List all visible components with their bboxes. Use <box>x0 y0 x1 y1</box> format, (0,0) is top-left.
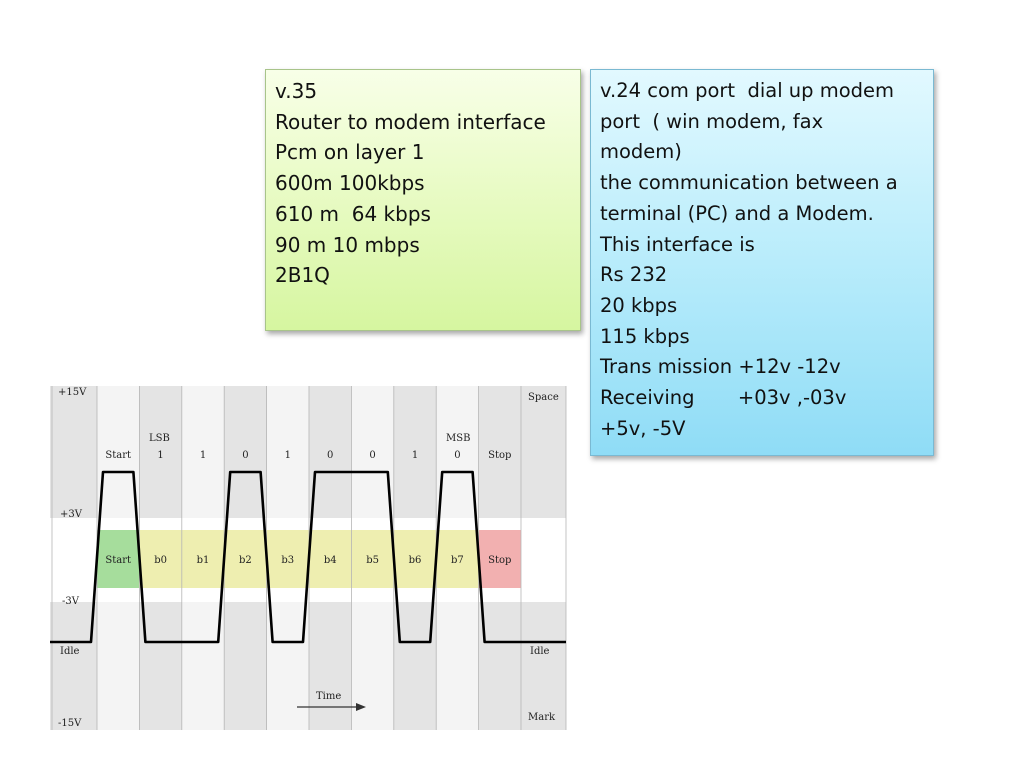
v24-line: port ( win modem, fax <box>600 109 824 133</box>
label-idle-right: Idle <box>530 646 550 657</box>
bit-band <box>266 530 309 588</box>
v35-line: 2B1Q <box>275 263 330 288</box>
bit-band-label: b4 <box>324 555 337 566</box>
v35-line: 90 m 10 mbps <box>275 232 420 257</box>
v24-line: modem) <box>600 140 682 164</box>
bit-header-label: 0 <box>327 450 333 461</box>
bit-band <box>436 530 479 588</box>
bit-header-label: 1 <box>412 450 418 461</box>
bit-band-label: Stop <box>488 555 511 566</box>
bit-band <box>309 530 352 588</box>
bit-band <box>139 530 182 588</box>
v35-line: 610 m 64 kbps <box>275 201 431 226</box>
bit-header-label: 0 <box>242 450 248 461</box>
bit-header-label: 0 <box>369 450 375 461</box>
bit-band-label: b1 <box>197 555 210 566</box>
time-arrow-head <box>356 703 366 711</box>
bit-band <box>393 530 437 588</box>
label-space: Space <box>528 392 559 403</box>
v35-line: 600m 100kbps <box>275 171 425 196</box>
bit-band-label: b0 <box>154 555 167 566</box>
bit-band <box>478 530 521 588</box>
bit-band <box>351 530 394 588</box>
label-msb: MSB <box>446 433 470 444</box>
bit-header-label: Stop <box>488 450 511 461</box>
label-idle-left: Idle <box>60 646 80 657</box>
bit-band <box>181 530 225 588</box>
bit-band-label: b3 <box>281 555 294 566</box>
v24-line: +5v, -5V <box>600 416 686 440</box>
v35-line: Pcm on layer 1 <box>275 140 425 165</box>
signal-waveform <box>50 470 566 644</box>
bit-band <box>97 530 140 588</box>
label-lsb: LSB <box>149 433 170 444</box>
bit-band-label: b6 <box>409 555 422 566</box>
label-plus3v: +3V <box>60 509 83 520</box>
label-time: Time <box>316 691 341 702</box>
bit-header-label: 0 <box>454 450 460 461</box>
label-mark: Mark <box>528 712 556 723</box>
label-minus3v: -3V <box>62 596 80 607</box>
bit-header-label: Start <box>105 450 131 461</box>
bit-band-label: b5 <box>366 555 379 566</box>
v24-line: Rs 232 <box>600 263 668 287</box>
bit-header-label: 1 <box>157 450 163 461</box>
v24-note: v.24 com port dial up modem port ( win mo… <box>590 69 934 456</box>
v24-line: Trans mission +12v -12v <box>600 355 841 379</box>
v24-line: 20 kbps <box>600 293 678 317</box>
bit-band-label: b7 <box>451 555 464 566</box>
rs232-signal-diagram: +15V +3V -3V Idle -15V Space Idle Mark L… <box>50 386 567 730</box>
bit-band-label: b2 <box>239 555 252 566</box>
bit-band-label: Start <box>105 555 131 566</box>
v35-line: v.35 <box>275 79 318 103</box>
bit-header-label: 1 <box>200 450 206 461</box>
v35-line: Router to modem interface <box>275 109 546 134</box>
v24-line: the communication between a <box>600 171 898 195</box>
label-plus15v: +15V <box>58 387 87 398</box>
label-minus15v: -15V <box>58 718 82 729</box>
v24-line: terminal (PC) and a Modem. <box>600 201 874 225</box>
v24-line: This interface is <box>600 232 755 256</box>
bit-band <box>224 530 267 588</box>
bit-header-label: 1 <box>285 450 291 461</box>
v24-line: v.24 com port dial up modem <box>600 79 895 102</box>
v24-line: 115 kbps <box>600 324 690 348</box>
v24-line: Receiving +03v ,-03v <box>600 386 847 410</box>
